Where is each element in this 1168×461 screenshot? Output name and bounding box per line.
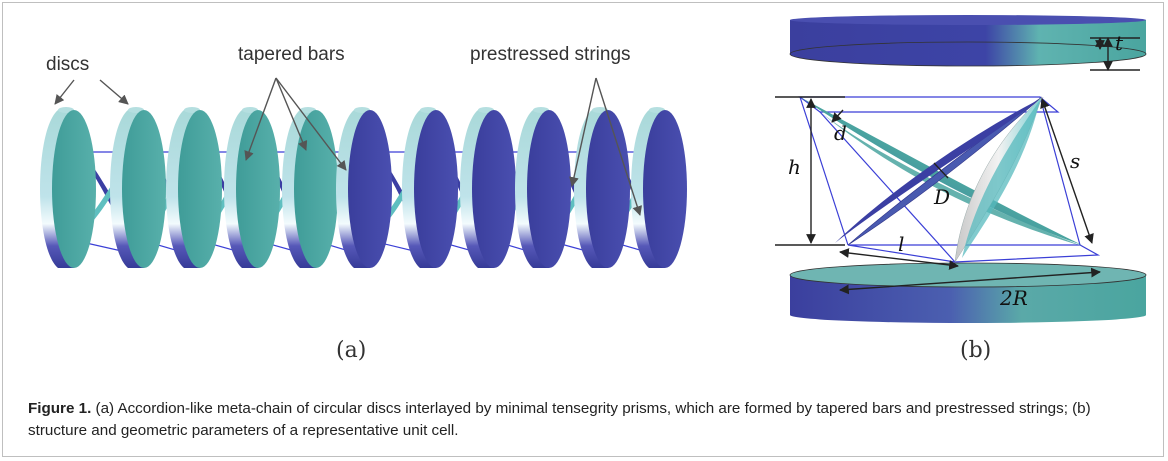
chain-disc — [336, 107, 392, 268]
annotation-tapered-bars: tapered bars — [238, 44, 345, 65]
chain-disc — [402, 107, 458, 268]
param-s: s — [1070, 149, 1080, 173]
panel-b-label: (b) — [960, 338, 991, 363]
caption-lead: Figure 1. — [28, 400, 92, 417]
panel-a-chain — [40, 107, 687, 268]
param-l: l — [898, 232, 904, 256]
dimension-lines — [775, 37, 1140, 295]
top-disc — [789, 15, 1147, 67]
chain-disc — [110, 107, 166, 268]
panel-b-unit-cell: t d h D s l 2R — [775, 15, 1147, 323]
chain-disc — [574, 107, 630, 268]
annotation-discs: discs — [46, 54, 89, 75]
chain-disc — [631, 107, 687, 268]
chain-disc — [282, 107, 338, 268]
panel-a-pointers — [54, 77, 642, 216]
figure-caption: Figure 1. (a) Accordion-like meta-chain … — [28, 398, 1138, 442]
annotation-prestressed-strings: prestressed strings — [470, 44, 631, 65]
param-2R: 2R — [999, 286, 1028, 310]
chain-disc — [40, 107, 96, 268]
param-d: d — [834, 121, 847, 145]
chain-disc — [515, 107, 571, 268]
chain-disc — [224, 107, 280, 268]
panel-a-label: (a) — [336, 338, 366, 363]
param-h: h — [788, 155, 801, 179]
unit-cell-bars — [800, 96, 1082, 263]
chain-disc — [460, 107, 516, 268]
caption-text: (a) Accordion-like meta-chain of circula… — [28, 400, 1091, 439]
param-t: t — [1115, 31, 1124, 55]
param-D: D — [933, 185, 950, 209]
chain-disc — [166, 107, 222, 268]
